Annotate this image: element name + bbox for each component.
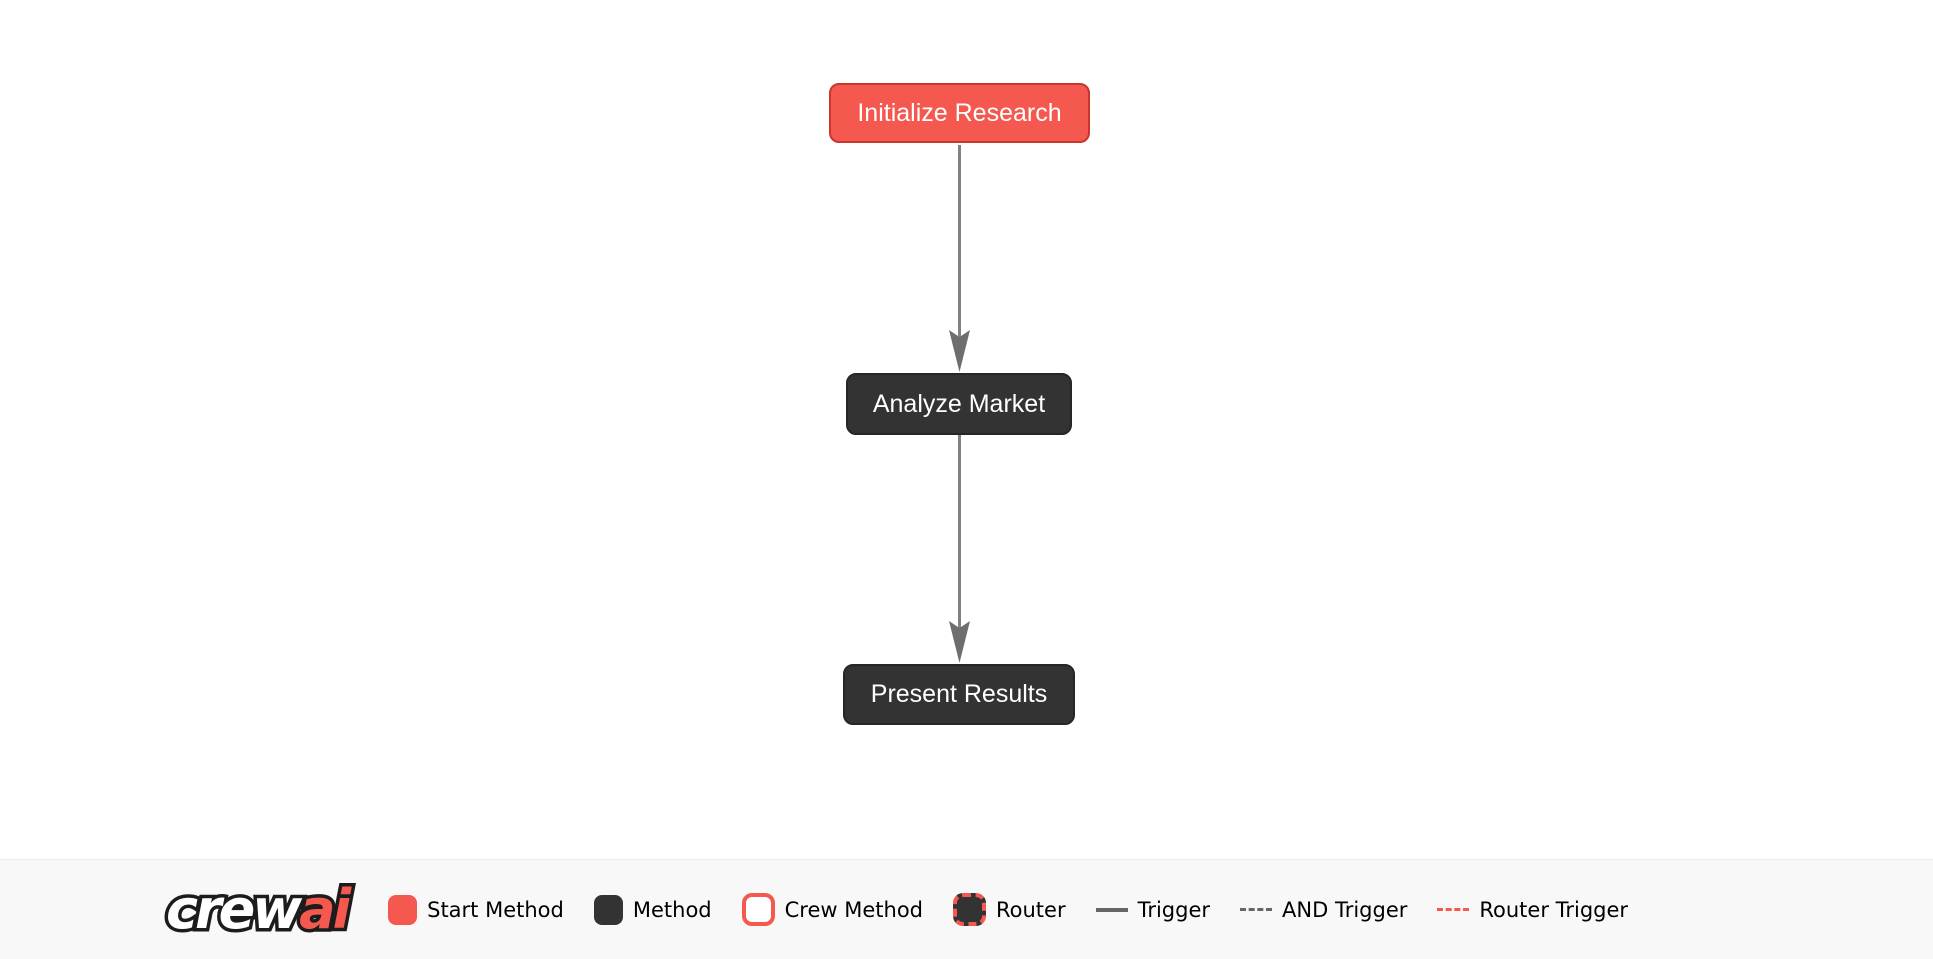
flow-node-initialize-research[interactable]: Initialize Research: [829, 83, 1090, 143]
edge-initialize-to-analyze: [949, 145, 970, 372]
legend-label: Method: [632, 897, 712, 922]
method-swatch-icon: [593, 894, 623, 925]
flow-node-analyze-market[interactable]: Analyze Market: [846, 373, 1072, 435]
crew-method-swatch-icon: [741, 893, 775, 926]
legend-label: Trigger: [1137, 897, 1211, 922]
legend-label: Start Method: [427, 897, 564, 922]
legend-label: AND Trigger: [1282, 897, 1408, 922]
legend-item-and-trigger: AND Trigger: [1240, 898, 1407, 922]
legend-item-crew-method: Crew Method: [741, 893, 923, 926]
flow-canvas: Initialize Research Analyze Market Prese…: [829, 83, 1090, 725]
legend-label: Crew Method: [784, 897, 923, 922]
crewai-logo-ai: ai: [296, 877, 355, 941]
flow-node-present-results[interactable]: Present Results: [843, 664, 1075, 725]
arrowhead-down-icon: [949, 621, 970, 663]
router-trigger-line-icon: [1437, 908, 1470, 911]
legend-item-router: Router: [953, 893, 1066, 926]
legend-item-method: Method: [593, 894, 712, 925]
legend-label: Router Trigger: [1479, 897, 1629, 922]
router-swatch-icon: [953, 893, 986, 926]
legend: Start Method Method Crew Method Router T…: [388, 893, 1628, 926]
and-trigger-line-icon: [1240, 908, 1273, 911]
legend-item-trigger: Trigger: [1095, 897, 1211, 922]
trigger-line-icon: [1095, 907, 1128, 912]
crewai-logo: crewai: [162, 879, 354, 940]
legend-bar: crewai Start Method Method Crew Method R…: [0, 859, 1933, 959]
arrowhead-down-icon: [949, 330, 970, 372]
edge-analyze-to-present: [949, 435, 970, 663]
legend-item-router-trigger: Router Trigger: [1437, 898, 1628, 922]
legend-item-start-method: Start Method: [388, 894, 564, 925]
legend-label: Router: [996, 897, 1066, 922]
start-method-swatch-icon: [388, 894, 418, 925]
crewai-logo-crew: crew: [162, 877, 305, 941]
